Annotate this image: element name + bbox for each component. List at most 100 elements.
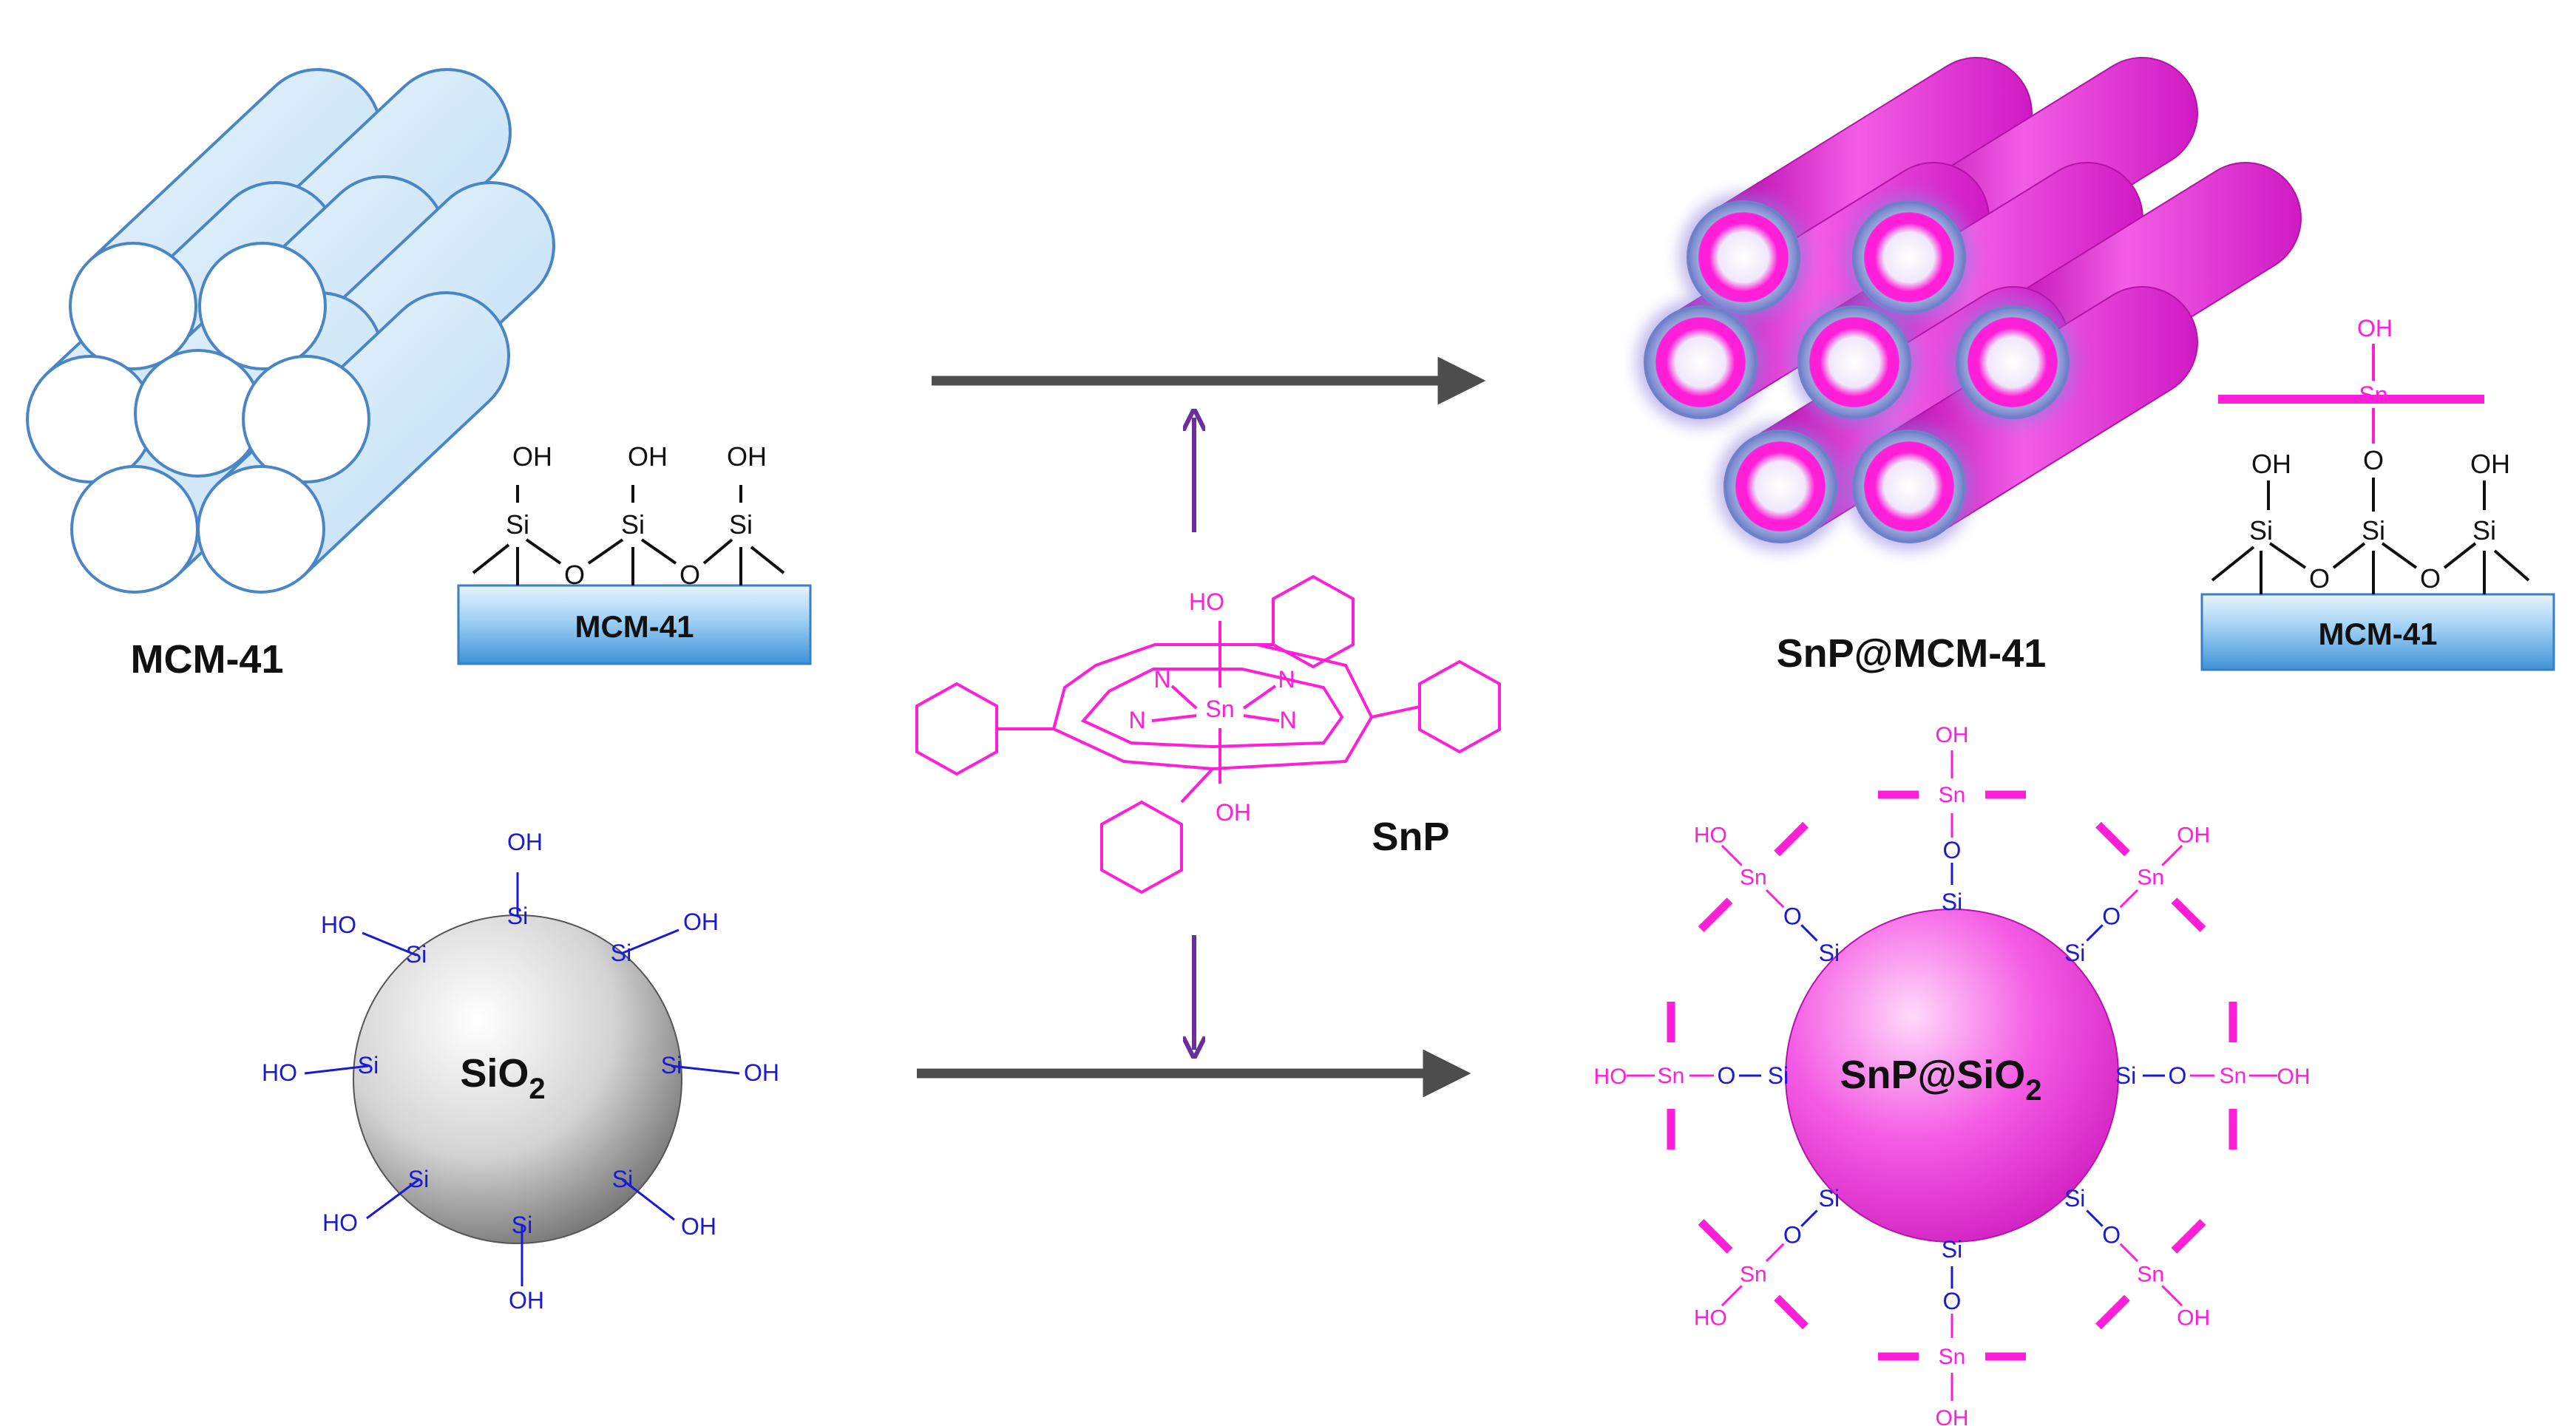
- graft-oh-4: OH: [2177, 1306, 2210, 1331]
- mcm41-label: MCM-41: [130, 637, 283, 682]
- snp-n-4: N: [1279, 707, 1296, 733]
- graft-si-5: Si: [1942, 1236, 1962, 1263]
- graft-porphyrin-bar: [1774, 1294, 1809, 1330]
- sio2-si-8: Si: [406, 941, 427, 968]
- snp-n-1: N: [1153, 666, 1170, 693]
- graft-sn-6: Sn: [1740, 1263, 1767, 1287]
- graft-si-4: Si: [2064, 1185, 2085, 1212]
- snp-oh-top: HO: [1189, 588, 1224, 615]
- snp-loaded-pore: [1644, 305, 1758, 419]
- sio2-si-5: Si: [512, 1212, 532, 1238]
- snp-loaded-pore: [1852, 200, 1966, 314]
- graft-oh-6: HO: [1694, 1306, 1727, 1331]
- graft-oh-5: OH: [1936, 1406, 1969, 1426]
- graft-si-1: Si: [1942, 889, 1962, 915]
- sio2-oh-3: OH: [744, 1059, 779, 1086]
- sio2-oh-1: OH: [507, 829, 543, 855]
- snp-porphyrin-structure: [915, 574, 1501, 894]
- graft-o-8: O: [1783, 903, 1802, 929]
- graft-si-2: Si: [2064, 940, 2085, 966]
- snp-loaded-pore: [1687, 200, 1800, 314]
- graft-sn-3: Sn: [2220, 1064, 2247, 1088]
- graft-oh-7: HO: [1594, 1065, 1627, 1089]
- graft-si-7: Si: [1768, 1062, 1789, 1089]
- snp-sio2-nanoparticle: SnP@SiO2: [1785, 909, 2119, 1243]
- graft-o-2: O: [2102, 903, 2121, 929]
- graft-porphyrin-bar: [2171, 897, 2206, 932]
- graft-oh-2: OH: [2177, 823, 2210, 847]
- graft-si-3: Si: [2115, 1062, 2136, 1089]
- mcm41-si-3: Si: [729, 509, 753, 540]
- surface-oh-3: OH: [2470, 449, 2510, 479]
- mcm41-o-1: O: [564, 560, 585, 590]
- snp-mcm41-plate: [2200, 593, 2555, 671]
- sio2-label: SiO2: [460, 1051, 545, 1105]
- surface-o-2: O: [2420, 563, 2441, 594]
- sio2-si-1: Si: [507, 903, 528, 929]
- snp-loaded-pore: [1852, 430, 1966, 543]
- graft-oh-1: OH: [1936, 723, 1969, 747]
- graft-porphyrin-bar: [2171, 1219, 2206, 1254]
- graft-sn-8: Sn: [1740, 865, 1767, 889]
- snp-sio2-sphere: [1785, 909, 2119, 1243]
- mcm41-plate: [457, 584, 812, 665]
- graft-porphyrin-bar: [1698, 897, 1733, 932]
- surface-o-1: O: [2309, 563, 2330, 594]
- surface-si-1: Si: [2249, 515, 2273, 546]
- sio2-si-2: Si: [611, 940, 631, 966]
- sio2-si-6: Si: [408, 1166, 429, 1192]
- sio2-oh-4: OH: [681, 1213, 716, 1240]
- sio2-oh-5: OH: [509, 1287, 544, 1314]
- graft-o-3: O: [2169, 1062, 2187, 1089]
- sio2-si-4: Si: [612, 1166, 633, 1192]
- surface-oh-1: OH: [2251, 449, 2291, 479]
- snp-mcm41-surface-structure: OH Sn MCM-41 O OH Si O Si O OH Si: [2200, 315, 2555, 671]
- snp-loaded-pore: [1797, 305, 1911, 419]
- mcm41-oh-2: OH: [628, 441, 668, 472]
- sio2-si-3: Si: [661, 1052, 682, 1079]
- snp-mcm41-plate-label: MCM-41: [2318, 617, 2437, 651]
- surface-o-top: O: [2363, 445, 2384, 475]
- sio2-nanoparticle: SiO2: [353, 914, 682, 1244]
- mcm41-pore-opening: [69, 242, 197, 370]
- surface-sn: Sn: [2359, 381, 2387, 408]
- sio2-si-7: Si: [358, 1052, 379, 1079]
- graft-porphyrin-bar: [1774, 821, 1809, 857]
- snp-loaded-pore: [1723, 430, 1837, 543]
- mcm41-pore-opening: [197, 465, 325, 594]
- graft-o-6: O: [1783, 1222, 1802, 1249]
- snp-sn-center: Sn: [1205, 696, 1234, 722]
- mcm41-oh-1: OH: [512, 441, 552, 472]
- mcm41-pore-opening: [70, 465, 199, 594]
- snp-mcm41-tube-bundle: [1636, 57, 2302, 551]
- mcm41-si-2: Si: [621, 509, 645, 540]
- graft-porphyrin-bar: [2095, 1294, 2130, 1330]
- surface-sn-oh: OH: [2357, 315, 2393, 342]
- mcm41-pore-opening: [242, 355, 370, 483]
- sio2-oh-6: HO: [322, 1209, 358, 1236]
- graft-o-4: O: [2102, 1222, 2121, 1249]
- snp-sio2-label: SnP@SiO2: [1840, 1053, 2042, 1107]
- graft-si-8: Si: [1819, 940, 1840, 966]
- graft-porphyrin-bar: [1698, 1219, 1733, 1254]
- graft-oh-8: HO: [1694, 823, 1727, 847]
- snp-mcm41-label: SnP@MCM-41: [1777, 631, 2047, 676]
- graft-oh-3: OH: [2277, 1065, 2311, 1089]
- graft-sn-7: Sn: [1658, 1064, 1685, 1088]
- mcm41-pore-opening: [198, 242, 327, 370]
- graft-o-7: O: [1718, 1062, 1736, 1089]
- graft-sn-5: Sn: [1939, 1345, 1966, 1369]
- mcm41-oh-3: OH: [727, 441, 767, 472]
- graft-porphyrin-bar: [2095, 821, 2130, 857]
- mcm41-plate-label: MCM-41: [574, 609, 694, 644]
- graft-sn-4: Sn: [2137, 1263, 2164, 1287]
- snp-n-3: N: [1128, 707, 1145, 733]
- snp-atom-labels: HO Sn N N N N OH: [1128, 588, 1296, 826]
- graft-sn-1: Sn: [1939, 783, 1966, 807]
- sio2-oh-2: OH: [683, 909, 719, 935]
- sio2-oh-8: HO: [321, 911, 356, 938]
- snp-label: SnP: [1372, 815, 1449, 859]
- graft-o-5: O: [1943, 1288, 1962, 1314]
